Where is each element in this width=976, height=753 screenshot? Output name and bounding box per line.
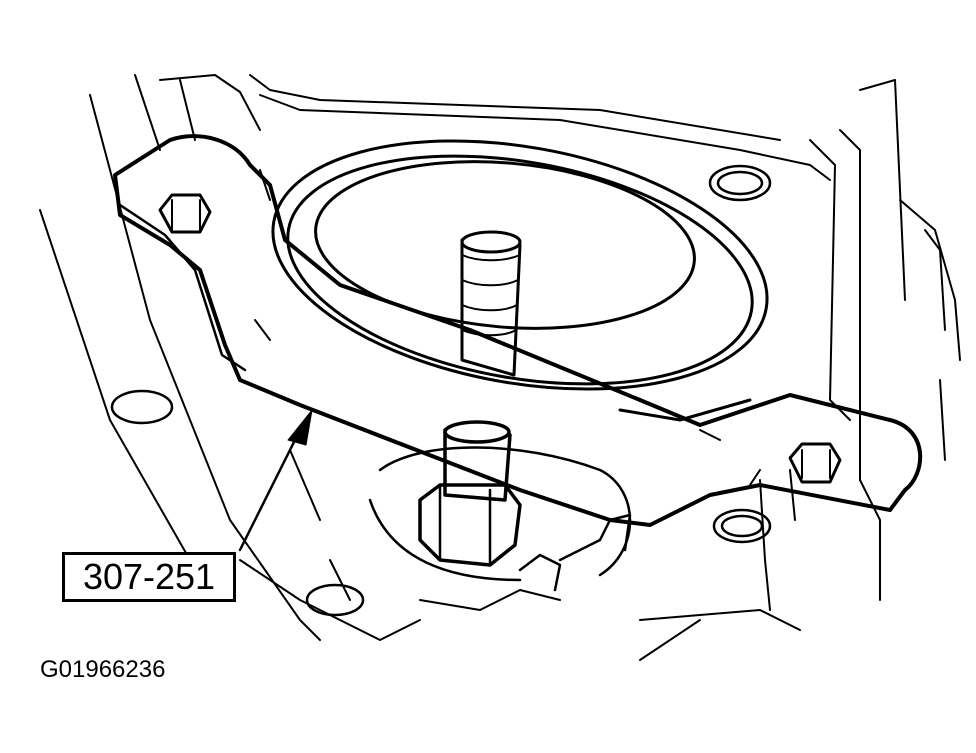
special-tool-bracket xyxy=(113,134,923,527)
tool-number-callout: 307-251 xyxy=(62,552,236,602)
figure-id-label: G01966236 xyxy=(40,656,166,683)
output-gear xyxy=(368,446,632,592)
right-mounting-bolt xyxy=(788,442,842,484)
case-bolt-holes xyxy=(110,164,772,617)
tool-number-label: 307-251 xyxy=(82,556,216,597)
callout-leader-arrow xyxy=(238,409,313,552)
center-forcing-screw xyxy=(460,230,522,377)
left-mounting-bolt xyxy=(158,193,212,234)
seal-bore xyxy=(271,139,769,422)
transmission-case-outline xyxy=(39,74,961,661)
large-hex-bolt xyxy=(418,420,522,567)
